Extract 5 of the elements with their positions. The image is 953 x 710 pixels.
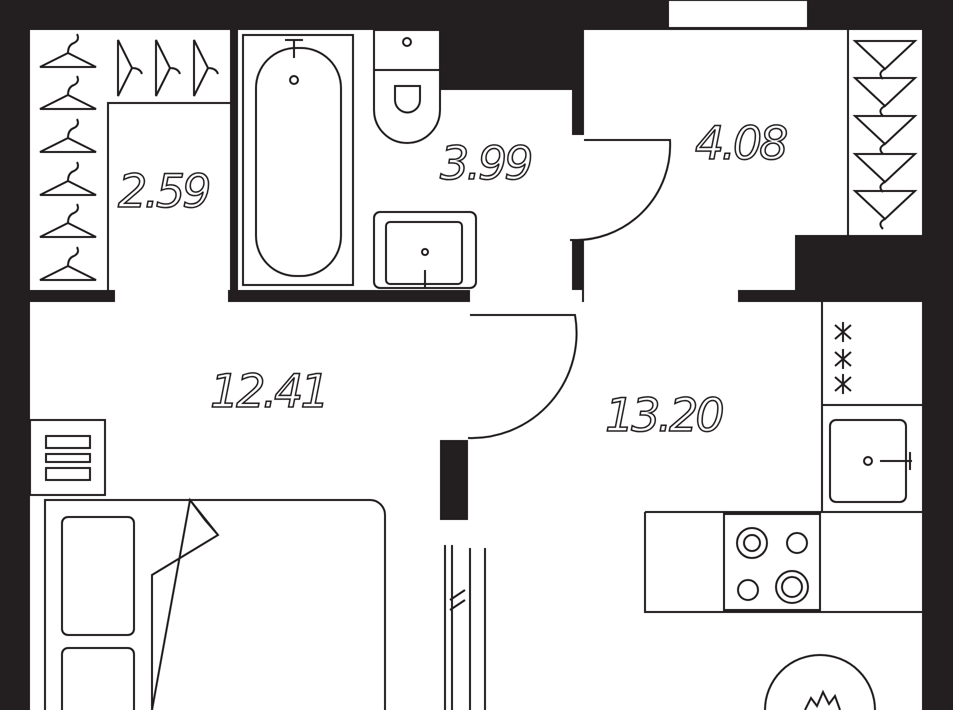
area-label: 12.41	[210, 368, 327, 414]
area-label: 2.59	[118, 168, 208, 214]
area-label: 4.08	[695, 120, 786, 166]
area-label: 13.20	[605, 392, 722, 438]
area-label: 3.99	[440, 140, 530, 186]
